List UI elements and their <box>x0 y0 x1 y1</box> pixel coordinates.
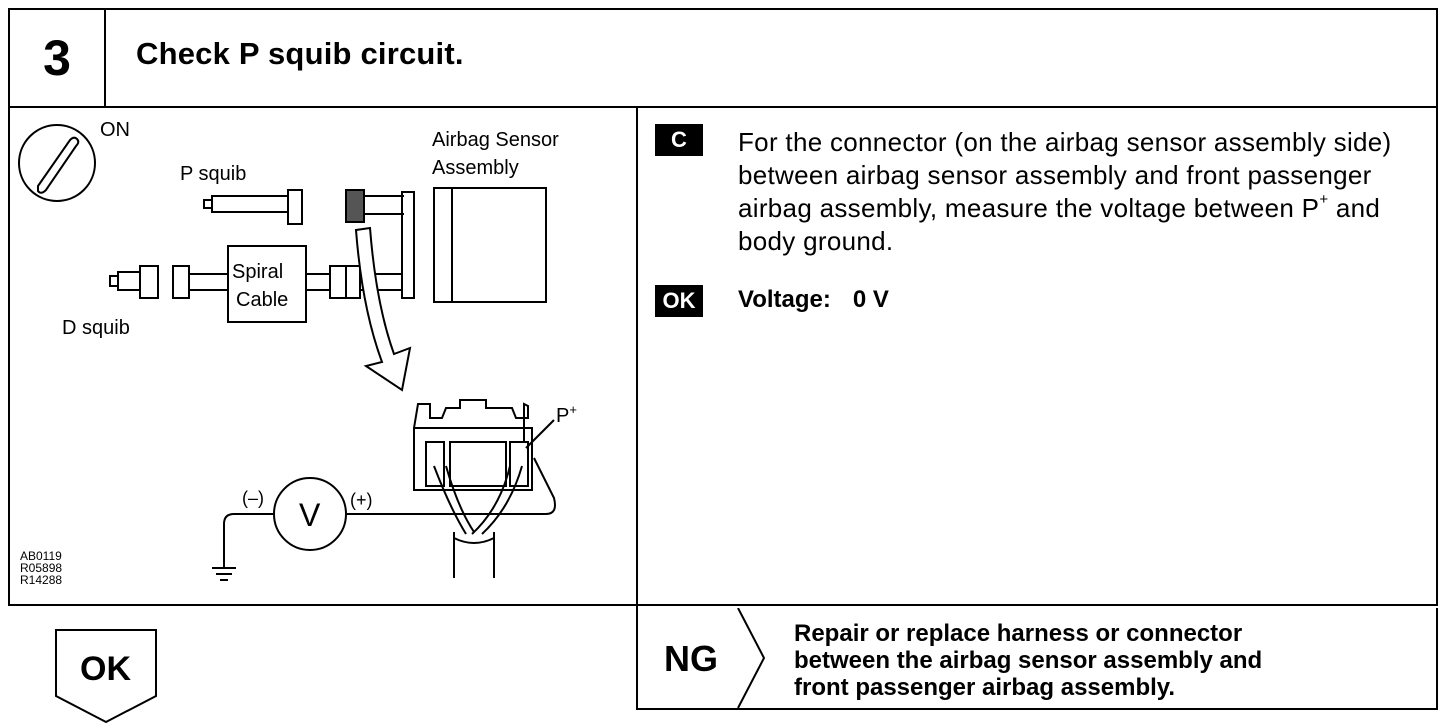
voltage-spec: Voltage: 0 V <box>738 286 889 314</box>
ng-chevron-icon <box>737 608 766 708</box>
spiral-cable-label-line2: Cable <box>236 289 288 311</box>
ignition-key-icon <box>18 124 96 202</box>
condition-badge: C <box>655 124 703 156</box>
ok-result-arrow <box>55 629 157 724</box>
positive-terminal-label: (+) <box>350 490 373 510</box>
ref-code: R14288 <box>20 573 63 587</box>
ok-spec-badge: OK <box>655 285 703 317</box>
negative-terminal-label: (–) <box>242 488 264 508</box>
sensor-label-line2: Assembly <box>432 157 519 179</box>
terminal-label: P+ <box>556 402 577 427</box>
spiral-cable-label-line1: Spiral <box>232 261 283 283</box>
d-squib-label: D squib <box>62 317 130 339</box>
header-divider <box>8 106 1438 108</box>
ng-result-box <box>636 608 1438 710</box>
wiring-diagram: ON P squib D squib Spiral Cable Airbag S… <box>18 119 577 581</box>
ng-action-text: Repair or replace harness or connector b… <box>794 620 1263 701</box>
step-title: Check P squib circuit. <box>136 36 464 71</box>
p-squib-label: P squib <box>180 163 246 185</box>
sensor-label-line1: Airbag Sensor <box>432 129 559 151</box>
voltmeter-icon: V <box>299 497 321 533</box>
ng-result-label: NG <box>664 638 718 679</box>
ref-code: AB0119 <box>20 549 62 563</box>
voltage-spec-value: 0 V <box>852 286 889 313</box>
column-divider <box>636 106 638 710</box>
step-number: 3 <box>10 10 106 106</box>
step-frame <box>8 8 1438 606</box>
voltage-spec-label: Voltage: <box>738 286 831 313</box>
instruction-text: For the connector (on the airbag sensor … <box>738 127 1392 256</box>
ok-result-label: OK <box>80 650 131 688</box>
ref-code: R05898 <box>20 561 63 575</box>
ignition-on-label: ON <box>100 119 130 141</box>
figure-reference-codes: AB0119 R05898 R14288 <box>20 550 62 586</box>
